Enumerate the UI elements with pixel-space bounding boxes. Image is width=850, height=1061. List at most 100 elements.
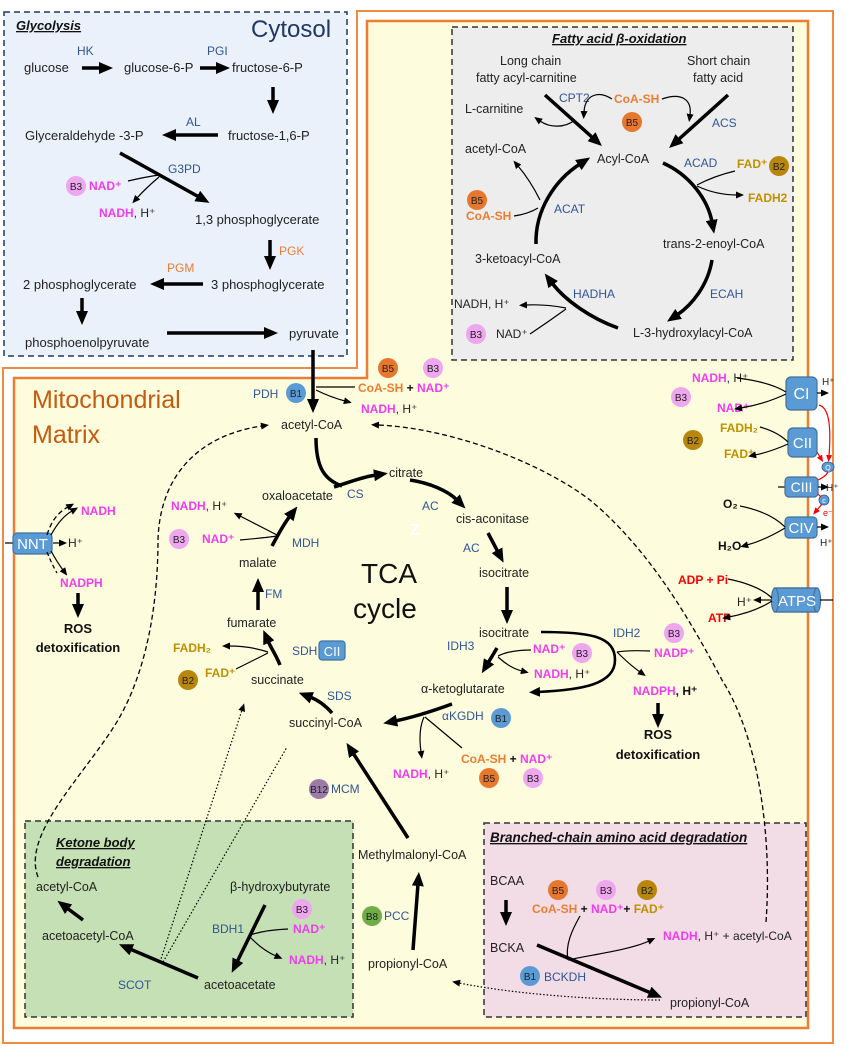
line-hadha-nad: [529, 308, 567, 335]
enzyme-scot: SCOT: [118, 978, 152, 992]
arrow-bhb-to-acetoacetate: [231, 904, 267, 973]
enzyme-akgdh: αKGDH: [442, 709, 484, 723]
matrix-label: Matrix: [32, 421, 101, 449]
cofactor-fad: FAD⁺: [205, 666, 235, 680]
enzyme-mdh: MDH: [292, 536, 319, 550]
vitamin-label: B2: [687, 436, 700, 447]
c-label: c: [822, 498, 826, 505]
stray-z-mark: Z: [410, 522, 420, 539]
line-electron-q-to-ciii: [817, 471, 829, 481]
arrow-oxaloacetate-to-citrate: [333, 469, 388, 489]
oxygen-label: O₂: [723, 497, 738, 511]
water-label: H₂O: [718, 539, 741, 553]
nad-label: NAD⁺: [591, 902, 623, 916]
vitamin-label: B5: [382, 364, 395, 375]
proton-suffix: , H⁺: [134, 206, 156, 220]
glycolysis-title: Glycolysis: [16, 18, 81, 33]
vitamin-b3-badge: B3: [423, 358, 443, 378]
ros-label: ROS: [644, 727, 673, 742]
arrow-l-carnitine-release: [534, 116, 576, 127]
plus-sign: +: [506, 752, 520, 766]
cofactor-nadh: NADH: [81, 504, 116, 518]
arrow-cis-aconitase-to-isocitrate: [486, 532, 504, 563]
complex-iii: CIII: [784, 476, 819, 498]
metabolite-methylmalonyl-coa: Methylmalonyl-CoA: [358, 848, 467, 862]
bcaa-degradation-box: [483, 822, 807, 1018]
plus-sign: +: [577, 902, 591, 916]
vitamin-badge-circle: [169, 529, 189, 549]
enzyme-pgk: PGK: [279, 244, 304, 258]
enzyme-bdh1: BDH1: [212, 922, 244, 936]
cofactor-fadh2: FADH₂: [720, 421, 758, 435]
cofactor-fadh2: FADH₂: [173, 641, 211, 655]
metabolite-glucose: glucose: [24, 60, 69, 75]
complex-box: [318, 640, 346, 661]
vitamin-badge-circle: [309, 779, 329, 799]
proton-label: H⁺: [820, 538, 833, 549]
enzyme-acat: ACAT: [554, 202, 586, 216]
enzyme-mcm: MCM: [331, 782, 360, 796]
nadh-label: NADH: [663, 929, 698, 943]
arrow-succinyl-coa-to-succinate: [298, 692, 334, 715]
vitamin-b2-badge: B2: [178, 670, 198, 690]
enzyme-sdh: SDH: [292, 644, 317, 658]
vitamin-label: B3: [600, 886, 613, 897]
detoxification-label: detoxification: [36, 640, 121, 655]
vitamin-b5-badge: B5: [378, 358, 398, 378]
enzyme-sds: SDS: [327, 689, 352, 703]
vitamin-badge-circle: [548, 880, 568, 900]
ketone-title-line2: degradation: [56, 854, 130, 869]
metabolite-1-3-phosphoglycerate: 1,3 phosphoglycerate: [195, 212, 319, 227]
metabolite-alpha-ketoglutarate: α-ketoglutarate: [421, 682, 505, 696]
proton-suffix: , H⁺: [324, 953, 346, 967]
vitamin-label: B8: [366, 912, 379, 923]
cofactor-nad: NAD⁺: [717, 401, 749, 415]
cofactor-nad: NAD⁺: [202, 532, 234, 546]
arrow-civ-h2o: [740, 527, 786, 549]
enzyme-acad: ACAD: [684, 156, 718, 170]
complex-label: CIV: [788, 520, 813, 537]
dashed-arrow-bcaa-acetyl-coa-to-tca: [371, 421, 769, 923]
vitamin-b2-badge: B2: [769, 156, 789, 176]
vitamin-label: B1: [524, 972, 537, 983]
metabolite-acetoacetate: acetoacetate: [204, 978, 276, 992]
metabolite-acetyl-coa: acetyl-CoA: [281, 418, 343, 432]
nad-label: NAD⁺: [520, 752, 552, 766]
arrow-mdh-nadh: [233, 512, 278, 536]
vitamin-b12-badge: B12: [309, 779, 329, 799]
cofactor-fadh2: FADH2: [748, 191, 788, 205]
input-long-chain-line2: fatty acyl-carnitine: [476, 71, 577, 85]
vitamin-label: B2: [641, 886, 654, 897]
ketone-title-line1: Ketone body: [56, 835, 135, 850]
arrow-acad-fadh2: [696, 185, 744, 199]
vitamin-label: B1: [495, 714, 508, 725]
vitamin-label: B2: [182, 676, 195, 687]
fad-label: FAD⁺: [634, 902, 664, 916]
nadph-label: NADPH: [633, 684, 676, 698]
mitochondrial-label: Mitochondrial: [32, 386, 181, 414]
metabolite-glyceraldehyde-3-p: Glyceraldehyde -3-P: [25, 128, 144, 143]
metabolite-bcaa: BCAA: [490, 874, 525, 888]
transporter-label: NNT: [17, 536, 48, 553]
vitamin-b5-badge: B5: [479, 768, 499, 788]
arrow-pdh-nadh: [315, 389, 352, 405]
proton-label: H⁺: [68, 536, 83, 550]
line-nnt-to-nadph-dashed: [46, 551, 58, 574]
nadh-label: NADH: [692, 371, 727, 385]
vitamin-label: B3: [427, 364, 440, 375]
vitamin-label: B5: [471, 196, 484, 207]
metabolite-citrate: citrate: [389, 466, 423, 480]
vitamin-badge-circle: [520, 966, 540, 986]
cofactor-nadh-h: NADH, H⁺: [534, 667, 590, 681]
arrow-coa-sh-to-acs: [661, 95, 694, 122]
vitamin-badge-circle: [467, 190, 487, 210]
enzyme-cs: CS: [347, 487, 364, 501]
input-short-chain-line1: Short chain: [687, 54, 750, 68]
arrow-methylmalonyl-to-succinyl-coa: [346, 742, 410, 839]
arrow-electron-cii-to-q: [816, 451, 824, 463]
line-sdh-fad: [235, 652, 269, 670]
vitamin-badge-circle: [479, 768, 499, 788]
vitamin-b1-badge: B1: [491, 708, 511, 728]
vitamin-badge-circle: [523, 768, 543, 788]
